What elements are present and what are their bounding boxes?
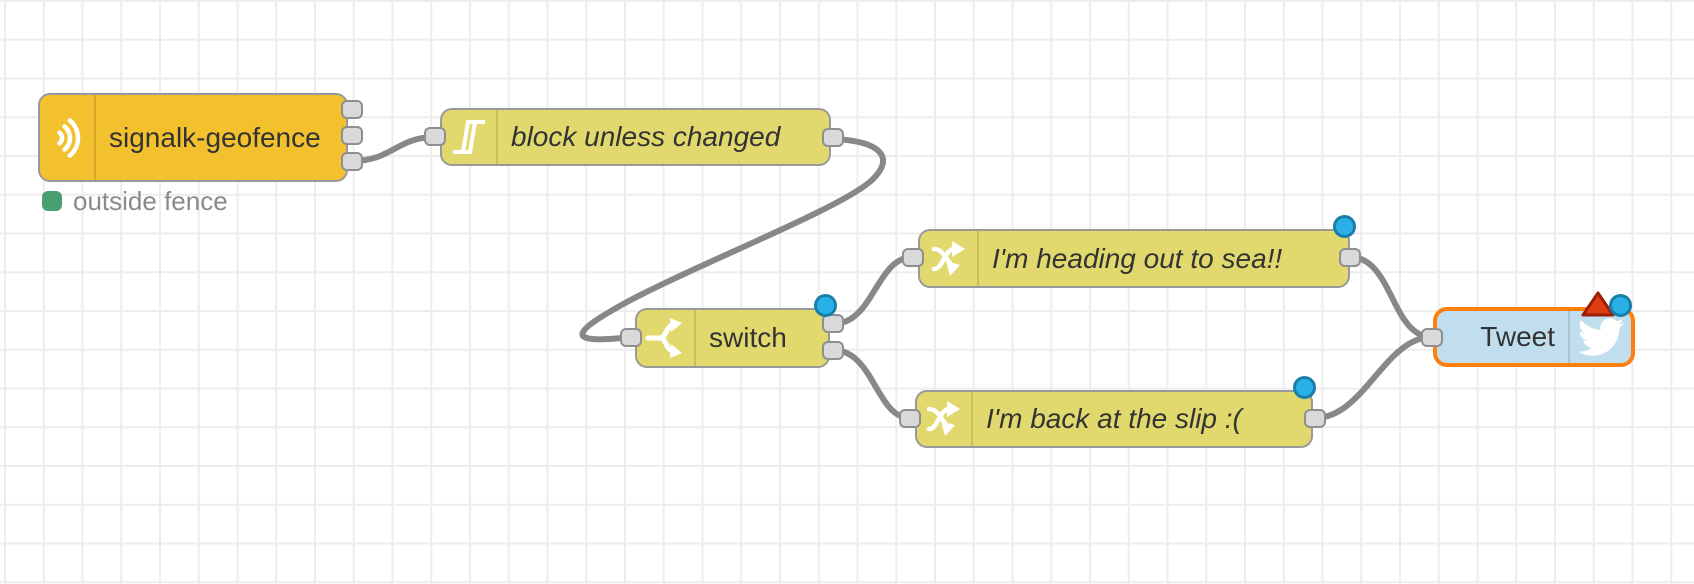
node-label: signalk-geofence: [109, 121, 321, 153]
node-tweet[interactable]: Tweet: [1433, 307, 1635, 367]
input-port[interactable]: [1421, 328, 1443, 347]
input-port[interactable]: [620, 328, 642, 347]
changed-badge: [1333, 215, 1356, 238]
node-change-sea[interactable]: I'm heading out to sea!!: [918, 229, 1350, 288]
status-dot-icon: [42, 191, 62, 211]
output-port[interactable]: [1339, 248, 1361, 267]
output-port-2[interactable]: [341, 126, 363, 145]
node-label: block unless changed: [511, 121, 781, 152]
error-badge: [1581, 291, 1615, 317]
shuffle-icon: [917, 392, 973, 446]
input-port[interactable]: [902, 248, 924, 267]
changed-badge: [1293, 376, 1316, 399]
output-port-1[interactable]: [341, 100, 363, 119]
output-port[interactable]: [1304, 409, 1326, 428]
node-change-slip[interactable]: I'm back at the slip :(: [915, 390, 1313, 448]
wire-switch-to-slip[interactable]: [830, 347, 913, 421]
hysteresis-icon: [442, 110, 498, 164]
shuffle-icon: [920, 231, 979, 286]
input-port[interactable]: [899, 409, 921, 428]
status-text: outside fence: [73, 186, 228, 216]
output-port[interactable]: [822, 128, 844, 147]
node-label: I'm back at the slip :(: [986, 403, 1242, 434]
fork-icon: [637, 310, 696, 366]
changed-badge: [814, 294, 837, 317]
twitter-bird-icon: [1568, 311, 1631, 363]
signal-waves-icon: [40, 95, 96, 180]
node-switch[interactable]: switch: [635, 308, 830, 368]
output-port-2[interactable]: [822, 341, 844, 360]
changed-badge: [1609, 294, 1632, 317]
node-label: switch: [709, 322, 787, 353]
node-signalk-geofence[interactable]: signalk-geofence: [38, 93, 348, 182]
wire-rbe-to-switch[interactable]: [579, 136, 886, 343]
output-port-1[interactable]: [822, 314, 844, 333]
input-port[interactable]: [424, 127, 446, 146]
wire-geofence-to-rbe[interactable]: [349, 134, 438, 164]
node-block-unless-changed[interactable]: block unless changed: [440, 108, 831, 166]
wire-slip-to-tweet[interactable]: [1312, 334, 1435, 421]
node-status: outside fence: [42, 188, 228, 214]
wire-sea-to-tweet[interactable]: [1347, 254, 1435, 340]
wire-switch-to-sea[interactable]: [830, 254, 916, 327]
node-label: I'm heading out to sea!!: [992, 242, 1283, 274]
output-port-3[interactable]: [341, 152, 363, 171]
node-label: Tweet: [1480, 321, 1555, 352]
